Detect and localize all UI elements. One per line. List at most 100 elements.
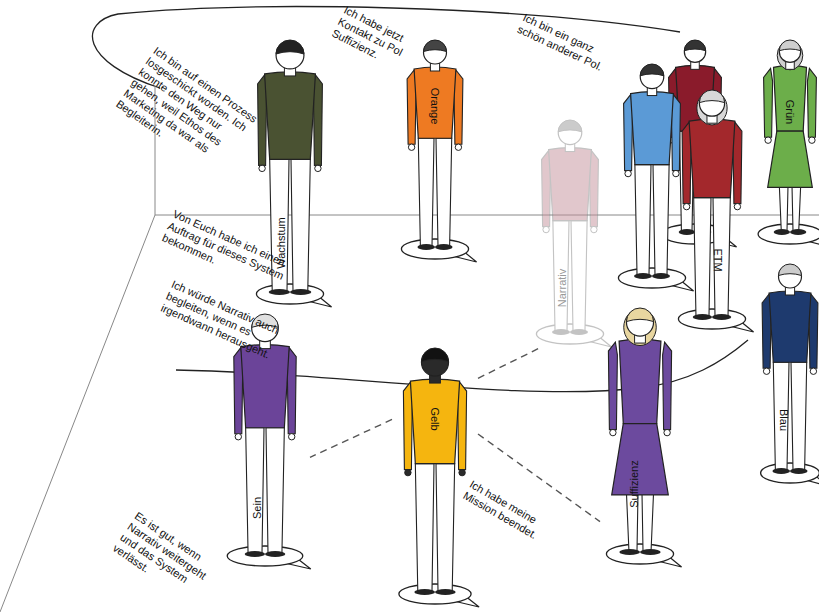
- head: [779, 265, 802, 288]
- person-figure: Suffizienz: [600, 306, 680, 568]
- hand: [591, 226, 597, 232]
- person-shape: [761, 264, 819, 486]
- shoe: [245, 551, 265, 557]
- shirt: [689, 119, 735, 197]
- hair: [558, 120, 582, 132]
- leg: [571, 221, 587, 331]
- shoe: [619, 549, 640, 555]
- figure-drawing: [755, 262, 819, 487]
- figure-drawing: [672, 88, 752, 333]
- person-shape: [678, 90, 753, 332]
- shoe: [417, 244, 435, 250]
- hair: [699, 90, 724, 103]
- shirt: [265, 72, 316, 159]
- person-figure: ETM: [672, 88, 752, 333]
- hand: [664, 429, 670, 435]
- relation-line: [310, 419, 392, 457]
- hand: [734, 203, 740, 209]
- shoe: [269, 289, 290, 295]
- footprint: [536, 324, 603, 344]
- figure-drawing: [612, 62, 692, 292]
- hair: [640, 64, 664, 76]
- person-figure: Grün: [752, 38, 819, 248]
- shoe: [414, 589, 435, 595]
- role-label: Narrativ: [556, 269, 568, 308]
- hand: [405, 469, 411, 475]
- shoe: [265, 551, 285, 557]
- arm: [764, 68, 773, 137]
- leg: [418, 138, 434, 246]
- person-figure: Orange: [395, 38, 475, 263]
- person-shape: [758, 40, 819, 247]
- role-label: Gelb: [429, 408, 441, 431]
- role-label: Blau: [778, 408, 790, 430]
- speech-text: Ich habe meine Mission beendet.: [461, 478, 554, 547]
- hand: [459, 469, 465, 475]
- hand: [625, 170, 631, 176]
- leg: [553, 221, 569, 331]
- footprint: [618, 268, 685, 288]
- shoe: [652, 273, 670, 279]
- hand: [235, 434, 241, 440]
- leg: [635, 165, 651, 275]
- footprint: [761, 463, 819, 483]
- hand: [763, 368, 769, 374]
- head: [699, 91, 724, 116]
- person-shape: [399, 348, 479, 607]
- person-shape: [536, 120, 611, 347]
- role-label: Sein: [251, 497, 263, 519]
- shoe: [712, 314, 731, 320]
- hand: [259, 165, 265, 171]
- leg: [791, 362, 807, 470]
- leg: [246, 428, 264, 553]
- person-shape: [606, 308, 681, 567]
- hair: [626, 308, 653, 322]
- shoe: [774, 229, 790, 235]
- hand: [673, 170, 679, 176]
- arm: [663, 342, 672, 430]
- hair: [424, 40, 447, 51]
- speech-text: Es ist gut, wenn Narrativ weitergeht und…: [110, 509, 225, 610]
- hand: [408, 144, 414, 150]
- hair: [421, 348, 448, 362]
- role-label: Suffizienz: [628, 460, 640, 508]
- hand: [809, 137, 815, 143]
- head: [626, 309, 653, 336]
- person-figure: Blau: [755, 262, 819, 487]
- leg: [291, 159, 310, 291]
- hair: [779, 40, 800, 51]
- person-figure: Gelb: [392, 346, 478, 608]
- hair-back: [697, 91, 727, 125]
- skirt: [612, 424, 669, 495]
- role-label: Orange: [429, 87, 441, 124]
- head: [684, 41, 705, 62]
- figure-drawing: [752, 38, 819, 248]
- leg: [436, 464, 455, 591]
- footprint: [606, 544, 673, 564]
- person-figure: Narrativ: [530, 118, 610, 348]
- figure-drawing: [600, 306, 680, 568]
- footprint: [256, 284, 323, 304]
- leg: [792, 185, 801, 231]
- shirt: [619, 339, 661, 424]
- leg: [694, 198, 711, 316]
- hair: [684, 40, 705, 51]
- speech-text: Ich bin auf einen Prozess losgeschickt w…: [114, 44, 267, 184]
- shoe: [772, 468, 790, 474]
- hair-back: [624, 309, 656, 346]
- footprint: [678, 309, 745, 329]
- hand: [455, 144, 461, 150]
- hair-back: [777, 41, 803, 70]
- arm: [807, 68, 816, 137]
- skirt: [768, 131, 813, 187]
- leg: [415, 464, 434, 591]
- shoe: [640, 549, 661, 555]
- hand: [543, 226, 549, 232]
- head: [558, 121, 582, 145]
- shoe: [679, 229, 695, 235]
- arm: [608, 342, 617, 430]
- shoe: [570, 329, 588, 335]
- head: [640, 65, 664, 89]
- background-person: [612, 62, 692, 292]
